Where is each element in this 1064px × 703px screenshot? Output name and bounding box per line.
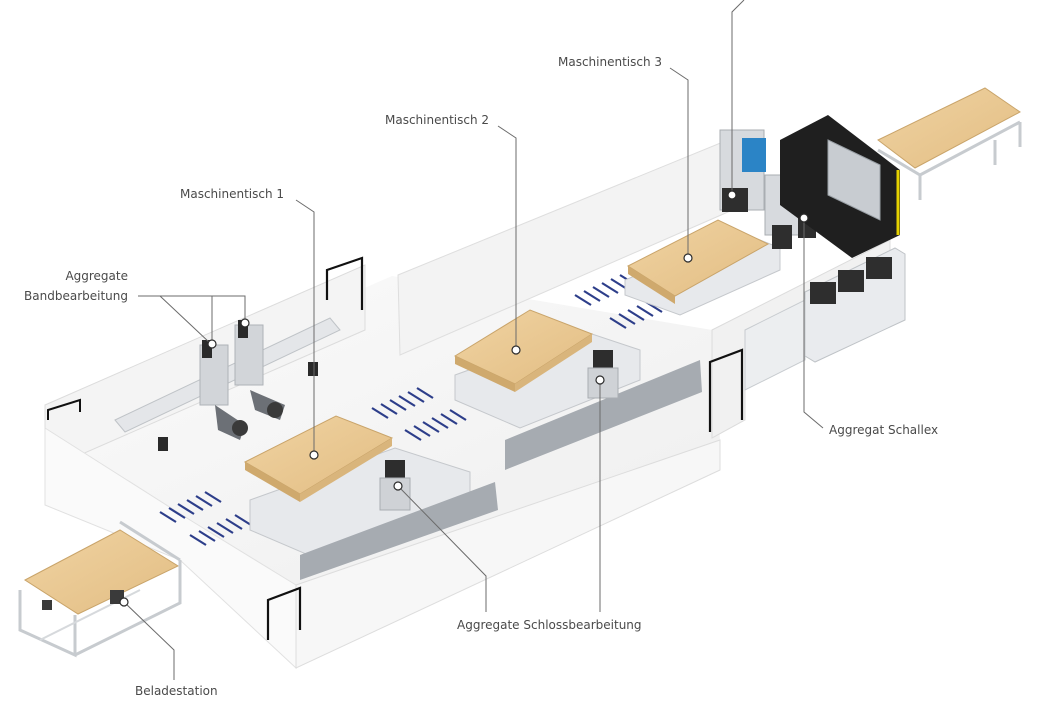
marker-maschinentisch-3 [683,253,693,263]
leader-top [731,0,745,195]
marker-maschinentisch-2 [511,345,521,355]
conveyor-roller [404,429,422,441]
workpieces [24,87,1021,615]
band-processing-gantry [114,317,341,451]
marker-top [727,190,737,200]
leader-bandbearbeitung-c [159,295,211,344]
leader-maschinentisch-3 [669,67,689,258]
conveyor-roller [389,399,407,411]
door-left [325,256,364,310]
conveyor-roller [609,317,627,329]
conveyor-roller [195,495,213,507]
annotation-leaders [119,0,824,680]
conveyor-roller [186,499,204,511]
lock-processing-units [379,350,619,511]
board-outfeed [877,87,1021,169]
conveyor-roller [601,282,619,294]
conveyor-roller [440,413,458,425]
board-table-2-edge [455,356,515,392]
conveyor-roller [216,522,234,534]
conveyor-roller [198,530,216,542]
leader-beladestation [123,601,175,680]
machine-bed-1-skirt [300,482,498,580]
marker-maschinentisch-1 [309,450,319,460]
leader-bandbearbeitung-b [212,295,246,323]
conveyor-roller [592,286,610,298]
marker-beladestation [119,597,129,607]
annotation-labels: Maschinentisch 1 Maschinentisch 2 Maschi… [24,55,938,698]
board-beladestation [24,529,180,615]
conveyor-roller [189,534,207,546]
conveyor-roller [413,425,431,437]
conveyor-roller [159,511,177,523]
conveyor-roller [168,507,186,519]
conveyor-roller [583,290,601,302]
conveyor-roller [398,395,416,407]
conveyor-roller [380,403,398,415]
leader-schallex [803,218,824,429]
board-table-1-edge [245,462,300,502]
label-maschinentisch-1: Maschinentisch 1 [180,187,284,201]
conveyor-roller [618,313,636,325]
label-beladestation: Beladestation [135,684,218,698]
machine-bed-2-skirt [505,360,702,470]
label-aggregat-schallex: Aggregat Schallex [829,423,938,437]
outfeed-frame [877,120,1022,200]
door-front [266,586,302,640]
label-aggregate-band-1: Aggregate [65,269,128,283]
conveyor-roller [627,309,645,321]
board-table-3-edge [628,266,675,304]
conveyor-roller [422,421,440,433]
board-table-1-edge2 [300,438,392,502]
conveyor-rollers [159,274,672,546]
conveyor-roller [610,278,628,290]
conveyor-roller [449,409,467,421]
leader-schloss-a [397,485,487,612]
schallex-tower [719,115,900,258]
conveyor-roller [431,417,449,429]
marker-schloss-2 [595,375,605,385]
front-wall-right [295,439,721,669]
label-maschinentisch-3: Maschinentisch 3 [558,55,662,69]
label-maschinentisch-2: Maschinentisch 2 [385,113,489,127]
conveyor-roller [234,514,252,526]
conveyor-roller [407,391,425,403]
label-aggregate-schloss: Aggregate Schlossbearbeitung [457,618,642,632]
marker-bandbearbeitung-2 [240,318,250,328]
conveyor-roller [207,526,225,538]
board-table-2-edge2 [515,334,592,392]
door-right [708,348,744,432]
conveyor-roller [177,503,195,515]
control-cabinets [744,247,906,391]
leader-maschinentisch-2 [497,125,517,350]
marker-bandbearbeitung-1 [207,339,217,349]
conveyor-roller [371,407,389,419]
conveyor-roller [636,305,654,317]
label-aggregate-band-2: Bandbearbeitung [24,289,128,303]
door-left-small [47,398,81,420]
marker-schloss-1 [393,481,403,491]
conveyor-roller [416,387,434,399]
marker-schallex [799,213,809,223]
conveyor-roller [204,491,222,503]
conveyor-roller [574,294,592,306]
conveyor-roller [225,518,243,530]
leader-maschinentisch-1 [295,199,315,455]
